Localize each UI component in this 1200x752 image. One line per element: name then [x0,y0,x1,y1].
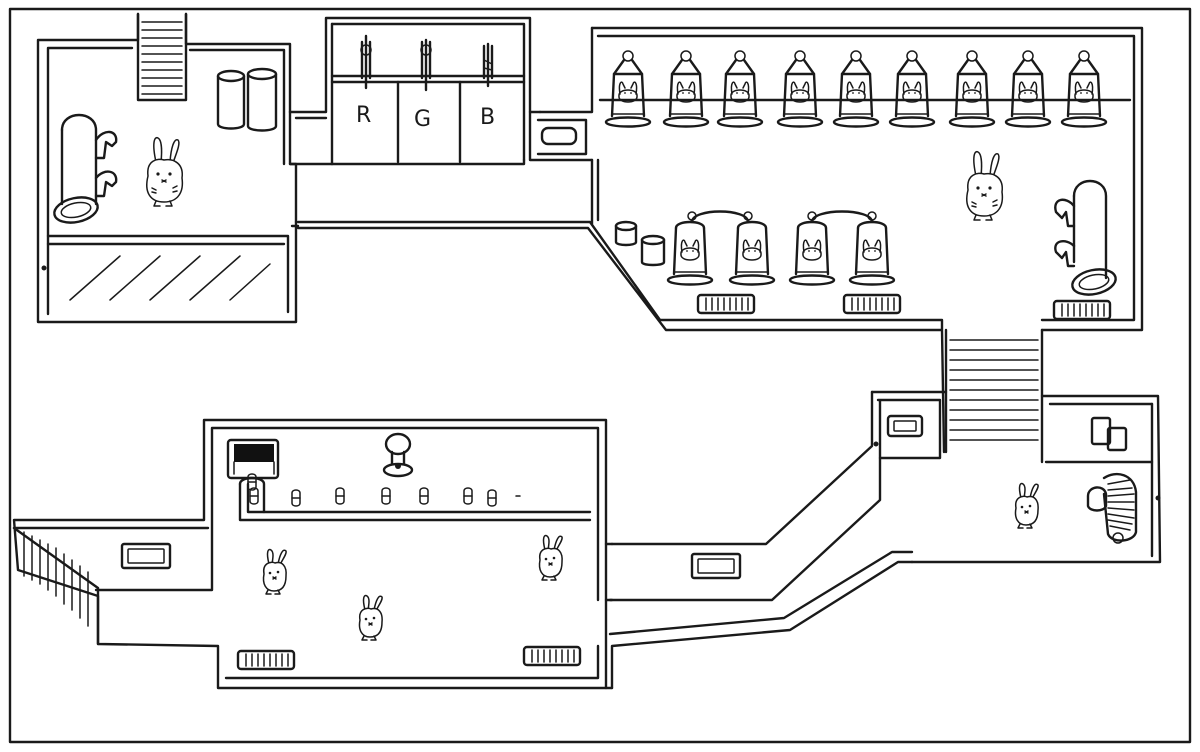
floor-vent-factory-1[interactable] [236,649,296,671]
wall-panel-north[interactable] [540,126,578,146]
bunny-east-room[interactable] [1014,482,1039,529]
ramp-west[interactable] [12,526,100,646]
capsule-7[interactable] [948,49,996,128]
capsule-6[interactable] [888,49,936,128]
vat-label-g: G [414,107,431,132]
dye-vat-blue[interactable]: B [480,42,495,130]
bunny-factory-3[interactable] [358,594,383,641]
capsule-3[interactable] [716,49,764,128]
press-machine[interactable] [226,438,280,480]
bunny-factory-1[interactable] [262,548,287,595]
crates[interactable] [1090,416,1128,452]
corridor-east [608,390,948,690]
pipe-roll-machine[interactable] [1086,472,1138,544]
conveyor-item-6 [419,487,429,505]
capsule-pair-left[interactable] [666,210,776,286]
capsule-1[interactable] [604,49,652,128]
floor-vent-capsule-1[interactable] [696,293,756,315]
dispenser-lamp[interactable] [382,432,414,478]
capsule-9[interactable] [1060,49,1108,128]
corridor-north [528,26,594,162]
vat-label-r: R [356,103,371,128]
capsule-4[interactable] [776,49,824,128]
stairs-north[interactable] [141,21,183,95]
barrel-right[interactable] [246,67,278,132]
lab-room-west [36,12,298,324]
wall-panel-factory[interactable] [120,542,172,570]
factory-room [12,418,608,690]
conveyor-item-7 [463,487,473,505]
conveyor-item-4 [335,487,345,505]
floor-vent-factory-2[interactable] [522,645,582,667]
floor-vent-capsule-3[interactable] [1052,299,1112,321]
capsule-8[interactable] [1004,49,1052,128]
stairs-east[interactable] [944,328,1044,464]
conveyor-belt[interactable] [238,473,592,522]
dye-vat-green[interactable]: G [414,38,432,132]
pipe-machine-east[interactable] [1054,179,1118,298]
bunny-factory-2[interactable] [538,534,563,581]
small-canisters[interactable] [614,220,666,267]
wall-panel-corridor[interactable] [690,552,742,580]
floor-vent-capsule-2[interactable] [842,293,902,315]
east-room [910,394,1162,564]
capsule-pair-right[interactable] [788,210,896,286]
window-glass-hatching [69,255,271,301]
capsule-row [604,49,1108,128]
vat-label-b: B [480,105,495,130]
capsule-2[interactable] [662,49,710,128]
dye-vat-red[interactable]: R [356,34,372,128]
conveyor-item-3 [291,489,301,507]
conveyor-item-5 [381,487,391,505]
barrel-left[interactable] [216,69,246,130]
conveyor-item-8 [487,489,497,507]
pipe-machine-west[interactable] [52,113,118,226]
map-border [8,7,1192,744]
wall-panel-east-landing[interactable] [886,414,924,438]
capsule-room [290,26,1144,454]
dye-vat-room: R G B [288,16,542,166]
bunny-lab-right[interactable] [966,150,1004,221]
capsule-5[interactable] [832,49,880,128]
bunny-lab-left[interactable] [146,136,184,207]
